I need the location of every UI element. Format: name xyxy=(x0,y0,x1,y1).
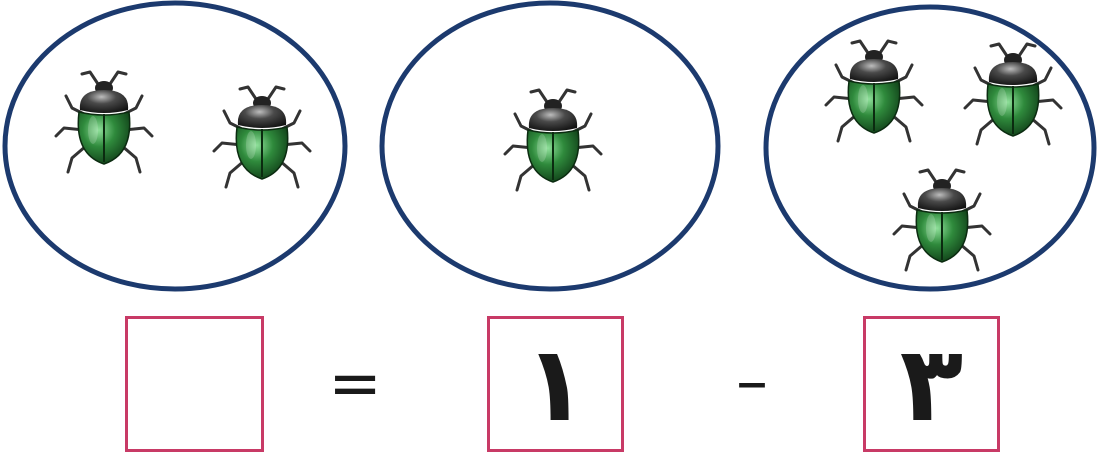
equals-sign: = xyxy=(320,352,390,416)
answer-box[interactable] xyxy=(125,316,264,452)
minuend-box: ٣ xyxy=(863,316,1000,452)
beetle-icon xyxy=(505,90,601,190)
minus-sign: – xyxy=(722,350,782,414)
beetle-group-circle xyxy=(5,3,345,289)
subtrahend-box: ١ xyxy=(487,316,624,452)
minuend-digit: ٣ xyxy=(900,332,963,436)
beetle-icon xyxy=(894,170,990,270)
beetle-icon xyxy=(214,87,310,187)
beetle-icon xyxy=(56,72,152,172)
subtrahend-digit: ١ xyxy=(524,332,587,436)
beetle-icon xyxy=(826,41,922,141)
beetle-icon xyxy=(965,44,1061,144)
